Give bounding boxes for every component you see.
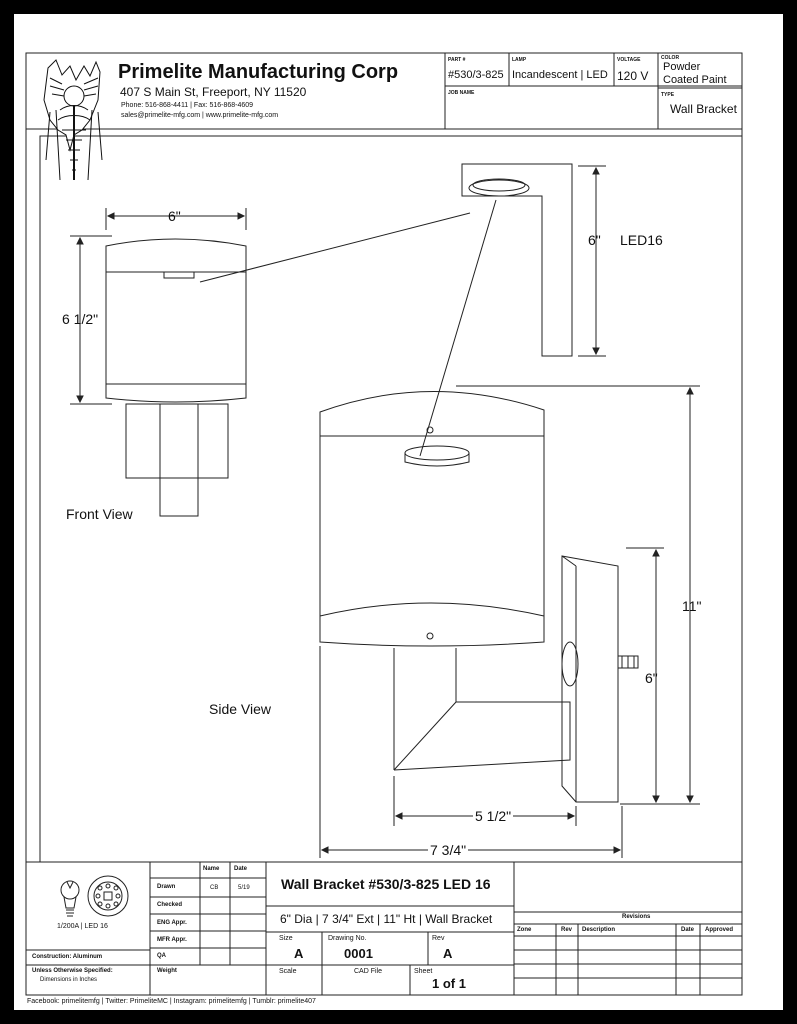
construction-note: Construction: Aluminum	[32, 954, 103, 960]
voltage-value: 120 V	[617, 69, 649, 83]
front-view-label: Front View	[66, 506, 133, 522]
type-label: TYPE	[661, 92, 675, 98]
type-value: Wall Bracket	[670, 102, 737, 116]
drawn-name: CB	[210, 885, 219, 891]
sheet-label: Sheet	[414, 968, 433, 975]
arm-extension-dimension: 5 1/2"	[473, 808, 514, 824]
total-extension-dimension: 7 3/4"	[428, 842, 469, 858]
part-value: #530/3-825	[448, 69, 504, 81]
company-phone: Phone: 516-868-4411 | Fax: 516-868-4609	[121, 102, 254, 109]
row-qa: QA	[157, 953, 166, 959]
front-view-fixture	[70, 208, 247, 517]
row-checked: Checked	[157, 902, 183, 908]
job-name-label: JOB NAME	[448, 90, 475, 96]
total-height-dimension: 11"	[682, 598, 702, 614]
part-label: PART #	[448, 57, 466, 63]
drawing-no-value: 0001	[344, 946, 373, 961]
header-name: Name	[203, 866, 220, 872]
header-date: Date	[234, 866, 248, 872]
bulb-icon	[60, 880, 80, 917]
cad-file-label: CAD File	[354, 968, 383, 975]
unless-specified-note: Unless Otherwise Specified:	[32, 968, 113, 974]
company-name: Primelite Manufacturing Corp	[118, 61, 399, 83]
side-view-fixture	[319, 385, 700, 858]
color-value-line1: Powder	[663, 61, 701, 73]
front-width-dimension: 6"	[168, 208, 181, 224]
rev-value: A	[443, 946, 453, 961]
scale-label: Scale	[279, 968, 297, 975]
company-address: 407 S Main St, Freeport, NY 11520	[120, 85, 307, 99]
sheet-value: 1 of 1	[432, 976, 466, 991]
row-drawn: Drawn	[157, 884, 176, 890]
rev-header-date: Date	[681, 927, 695, 933]
rev-label: Rev	[432, 935, 445, 942]
weight-label: Weight	[157, 968, 177, 974]
row-eng-appr: ENG Appr.	[157, 920, 187, 926]
company-logo	[43, 59, 103, 181]
revisions-title: Revisions	[622, 914, 651, 920]
rev-header-approved: Approved	[705, 927, 734, 933]
rev-header-zone: Zone	[517, 927, 532, 933]
front-height-dimension: 6 1/2"	[62, 311, 99, 327]
drawing-sheet	[14, 14, 783, 1010]
lamp-spec: 1/200A | LED 16	[57, 923, 108, 930]
led-module	[461, 163, 606, 357]
lamp-value: Incandescent | LED	[512, 69, 608, 81]
lamp-label: LAMP	[512, 57, 527, 63]
drawing-title: Wall Bracket #530/3-825 LED 16	[281, 876, 491, 892]
rev-header-rev: Rev	[561, 927, 573, 933]
drawing-subtitle: 6" Dia | 7 3/4" Ext | 11" Ht | Wall Brac…	[280, 912, 493, 926]
company-contact: sales@primelite-mfg.com | www.primelite-…	[121, 112, 279, 119]
led-chip-icon	[87, 875, 129, 917]
voltage-label: VOLTAGE	[617, 57, 641, 63]
color-label: COLOR	[661, 55, 680, 61]
size-value: A	[294, 946, 304, 961]
row-mfr-appr: MFR Appr.	[157, 937, 187, 943]
title-block-grid	[26, 861, 742, 995]
dimensions-unit-note: Dimensions in Inches	[40, 977, 98, 983]
led-label: LED16	[620, 232, 663, 248]
side-view-label: Side View	[209, 701, 272, 717]
rev-header-description: Description	[582, 927, 616, 933]
color-value-line2: Coated Paint	[663, 74, 727, 86]
size-label: Size	[279, 935, 293, 942]
led-height-dimension: 6"	[588, 232, 601, 248]
social-footer: Facebook: primelitemfg | Twitter: Primel…	[27, 998, 316, 1005]
drawn-date: 5/19	[238, 885, 250, 891]
plate-height-dimension: 6"	[645, 670, 658, 686]
drawing-no-label: Drawing No.	[328, 935, 367, 942]
